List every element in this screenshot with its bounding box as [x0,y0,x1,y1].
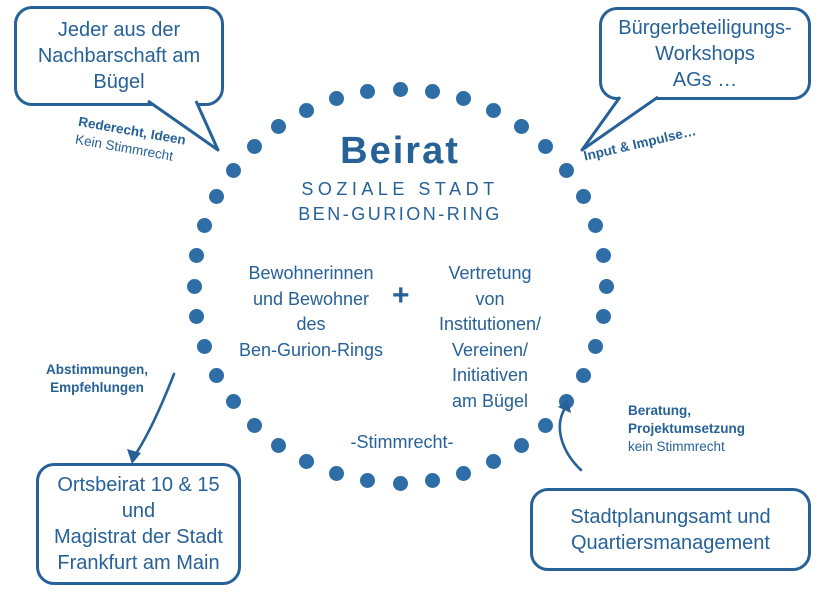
members-institutions-line: am Bügel [451,390,529,411]
members-institutions-line: Initiativen [451,365,529,386]
ring-dot [225,162,241,178]
bubble-workshops-line: Workshops [655,42,755,65]
ring-dot [328,91,344,107]
ring-dot [588,339,604,355]
voting-note: -Stimmrecht- [350,432,454,452]
diagram-subtitle-1: SOZIALE STADT [301,179,499,199]
circle-heading: Beirat SOZIALE STADT BEN-GURION-RING [298,130,502,225]
bubble-workshops-line: AGs … [672,68,738,91]
ring-dot [595,247,611,263]
box-stadtplanungsamt-line: Quartiersmanagement [571,531,770,554]
ring-dot [392,475,408,491]
box-ortsbeirat-magistrat: Ortsbeirat 10 & 15 und Magistrat der Sta… [36,463,241,585]
ring-dot [424,473,440,489]
ring-dot [424,83,440,99]
diagram-title: Beirat [340,130,460,172]
ring-dot [456,465,472,481]
ring-dot [576,189,592,205]
ring-dot [598,278,614,294]
ring-dot [595,309,611,325]
box-stadtplanungsamt: Stadtplanungsamt und Quartiersmanagement [530,488,811,571]
bubble-neighbourhood-line: Jeder aus der [57,19,181,41]
annotation-abstimmungen-line: Abstimmungen, [46,362,149,377]
ring-dot [588,217,604,233]
members-institutions-line: Vereinen/ [451,339,529,360]
ring-dot [186,278,202,294]
ring-dot [196,217,212,233]
box-ortsbeirat-line: Magistrat der Stadt [54,526,223,548]
ring-dot [246,139,262,155]
ring-dot [360,83,376,99]
annotation-beratung-line: Projektumsetzung [628,421,746,437]
ring-dot [538,417,554,433]
members-institutions-line: Institutionen/ [438,314,542,335]
ring-dot [456,91,472,107]
box-ortsbeirat-line: und [121,500,156,522]
bubble-neighbourhood-line: Nachbarschaft am [37,45,201,67]
members-residents: Bewohnerinnen und Bewohner des Ben-Gurio… [228,261,394,363]
ring-dot [271,119,287,135]
annotation-beratung: Beratung, Projektumsetzung kein Stimmrec… [628,402,745,457]
ring-dot [576,367,592,383]
annotation-beratung-line: Beratung, [628,403,692,418]
annotation-abstimmungen-line: Empfehlungen [50,380,144,396]
ring-dot [513,437,529,453]
members-residents-line: Ben-Gurion-Rings [238,339,384,360]
plus-sign: + [392,279,410,312]
ring-dot [271,437,287,453]
ring-dot [392,81,408,97]
diagram-subtitle-2: BEN-GURION-RING [298,204,502,224]
ring-dot [246,417,262,433]
members-residents-line: und Bewohner [252,288,370,309]
members-residents-line: Bewohnerinnen [248,263,374,283]
members-institutions-line: von [475,288,505,309]
ring-dot [208,189,224,205]
bubble-workshops-line: Bürgerbeteiligungs- [618,16,792,39]
ring-dot [360,473,376,489]
annotation-beratung-regular: kein Stimmrecht [628,439,725,455]
ring-dot [486,102,502,118]
box-ortsbeirat-line: Ortsbeirat 10 & 15 [57,474,220,496]
bubble-neighbourhood-line: Bügel [93,71,145,93]
annotation-abstimmungen: Abstimmungen, Empfehlungen [46,361,148,397]
ring-dot [189,309,205,325]
ring-dot [298,102,314,118]
ring-dot [486,454,502,470]
ring-dot [559,162,575,178]
ring-dot [225,394,241,410]
ring-dot [196,339,212,355]
bubble-workshops: Bürgerbeteiligungs- Workshops AGs … [599,7,811,100]
ring-dot [538,139,554,155]
ring-dot [513,119,529,135]
ring-dot [208,367,224,383]
box-ortsbeirat-line: Frankfurt am Main [57,552,220,574]
members-institutions-line: Vertretung [448,263,532,283]
bubble-neighbourhood: Jeder aus der Nachbarschaft am Bügel [14,6,224,106]
ring-dot [559,394,575,410]
box-stadtplanungsamt-line: Stadtplanungsamt und [570,505,771,528]
ring-dot [328,465,344,481]
members-institutions: Vertretung von Institutionen/ Vereinen/ … [420,261,560,414]
ring-dot [298,454,314,470]
members-residents-line: des [296,314,326,335]
ring-dot [189,247,205,263]
